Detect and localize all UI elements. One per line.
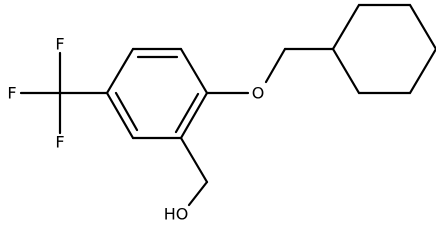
bond-ring-to-ch2oh: [179, 136, 209, 184]
ether-linkage: O: [205, 47, 335, 103]
ring-bond-lower-right-inner: [174, 92, 200, 134]
ring-bond-upper-right: [179, 47, 209, 95]
bond-oxygen-to-ch2: [264, 47, 287, 84]
ring-bond-lower-left: [105, 91, 135, 140]
ether-oxygen-label: O: [252, 84, 265, 103]
benzene-ring: [105, 47, 209, 140]
fluorine-label-left: F: [7, 84, 16, 103]
fluorine-label-top: F: [55, 35, 64, 54]
trifluoromethyl-group: F F F: [7, 35, 109, 152]
hydroxymethyl-group: HO: [164, 136, 209, 224]
ring-bond-lower-right: [179, 91, 209, 140]
ring-bond-upper-left: [105, 47, 135, 95]
chemical-structure: F F F O HO: [7, 3, 436, 224]
hydroxyl-label: HO: [164, 205, 189, 224]
fluorine-label-bottom: F: [55, 133, 64, 152]
ring-bond-lower-left-inner: [114, 91, 139, 132]
cyclohexane-outline: [331, 3, 436, 95]
cyclohexane-ring: [331, 3, 436, 95]
bond-ch2-to-hydroxyl: [187, 180, 209, 207]
